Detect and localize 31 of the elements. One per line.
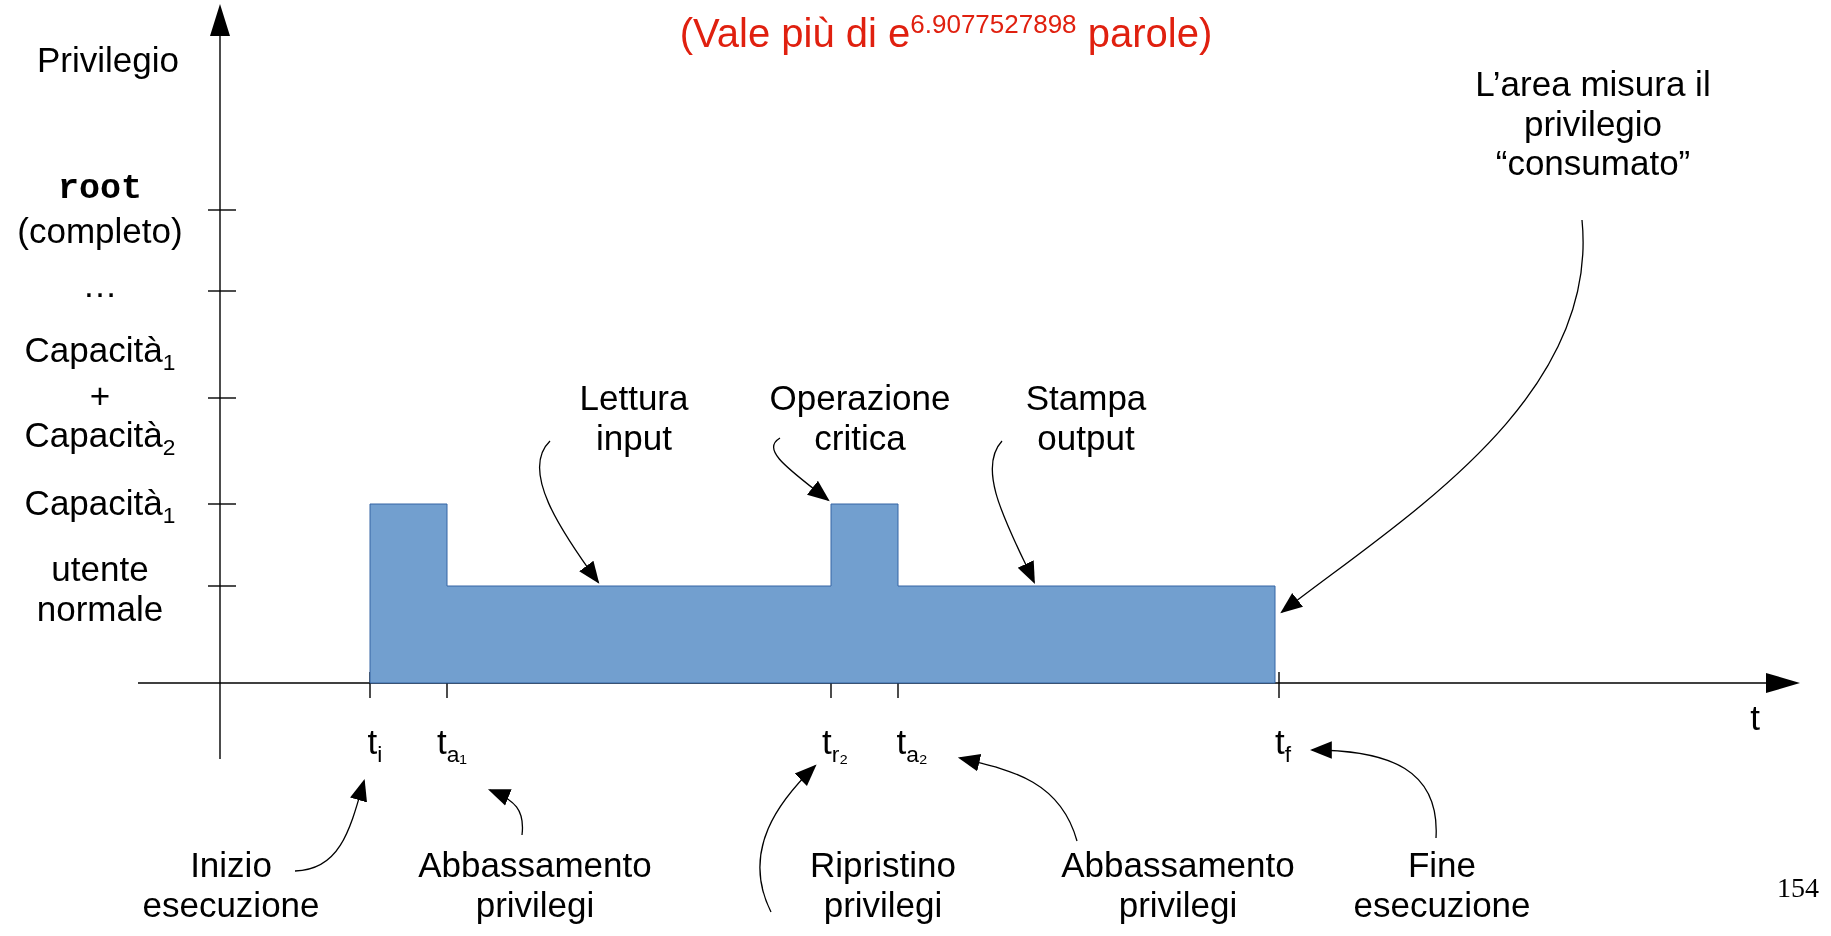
callout-text: Ripristino privilegi xyxy=(783,845,983,925)
callout-text: Abbassamento privilegi xyxy=(1028,845,1328,925)
leader-arrow xyxy=(957,754,1078,842)
leader-arrow xyxy=(538,440,600,584)
axis-label: Privilegio xyxy=(37,40,179,80)
time-label: t$_{f}$ xyxy=(1263,722,1303,768)
time-label: t$_{r₂}$ xyxy=(805,722,865,768)
callout-text: Fine esecuzione xyxy=(1342,845,1542,925)
tick-label: Capacità$_{1}$ xyxy=(24,483,176,529)
time-label: t$_{a₁}$ xyxy=(422,722,482,768)
leader-arrow xyxy=(1280,219,1583,614)
time-label: t$_{i}$ xyxy=(355,722,395,768)
tick-label: utente normale xyxy=(35,549,165,629)
leader-arrow xyxy=(294,778,368,872)
tick-label: (completo) xyxy=(17,211,183,251)
leader-arrow xyxy=(991,440,1035,584)
subtitle: (Vale più di e$^{6.9077527898}$ parole) xyxy=(679,10,1213,57)
privilege-area xyxy=(369,503,1276,684)
tick-label: root xyxy=(58,170,142,210)
axis-label: t xyxy=(1750,698,1760,738)
callout-text: L’area misura il privilegio “consumato” xyxy=(1468,64,1718,183)
callout-text: Lettura input xyxy=(559,378,709,458)
tick-label: Capacità$_{1}$ + Capacità$_{2}$ xyxy=(23,330,177,461)
callout-text: Inizio esecuzione xyxy=(131,845,331,925)
leader-arrow xyxy=(487,789,524,836)
leader-arrow xyxy=(1309,741,1437,839)
time-label: t$_{a₂}$ xyxy=(882,722,942,768)
leader-arrow xyxy=(759,764,817,913)
callout-text: Abbassamento privilegi xyxy=(385,845,685,925)
page-number: 154 xyxy=(1777,872,1819,904)
tick-label: … xyxy=(82,265,118,305)
